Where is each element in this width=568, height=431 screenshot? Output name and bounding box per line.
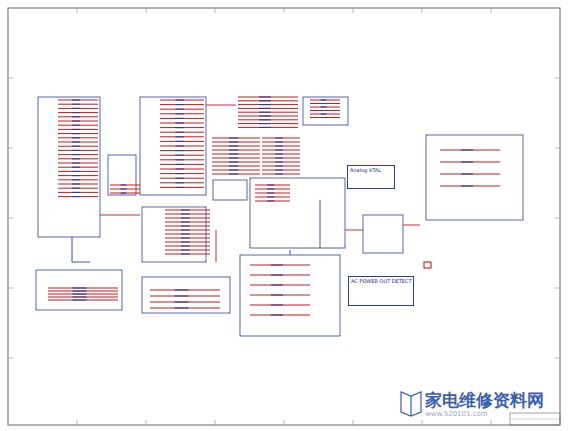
block-title: Analog XTAL [348,166,394,174]
watermark: 家电维修资料网 [425,389,544,412]
block-title: AC POWER OUT DETECT [349,277,413,285]
circuit-block: AC POWER OUT DETECT [348,276,414,306]
circuit-block: Analog XTAL [347,165,395,189]
watermark-url: www.520101.com [425,410,488,418]
